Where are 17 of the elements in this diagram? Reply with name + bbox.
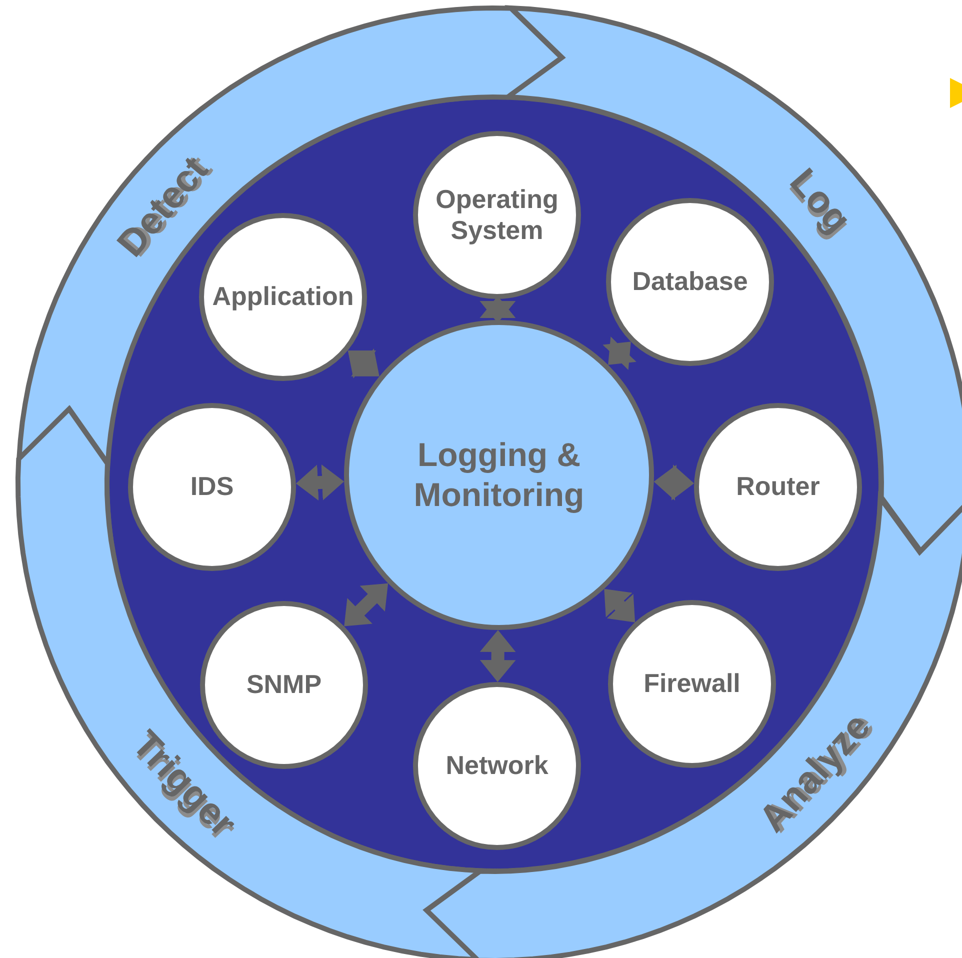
node-label: Router [736,471,820,503]
double-arrow [348,348,380,378]
node-label: Operating System [434,184,560,246]
double-arrow [654,464,694,501]
double-arrow [604,588,636,622]
node-label: Application [212,281,354,313]
double-arrow [480,296,516,323]
node-label: Database [632,266,748,298]
node-label: Firewall [644,668,740,700]
double-arrow [602,336,636,370]
double-arrow [296,464,344,501]
node-label: Logging & Monitoring [412,435,586,515]
node-label: Network [446,750,548,782]
double-arrow [344,583,388,626]
node-label: SNMP [246,669,322,701]
node-label: IDS [190,471,234,503]
double-arrow [480,630,516,682]
